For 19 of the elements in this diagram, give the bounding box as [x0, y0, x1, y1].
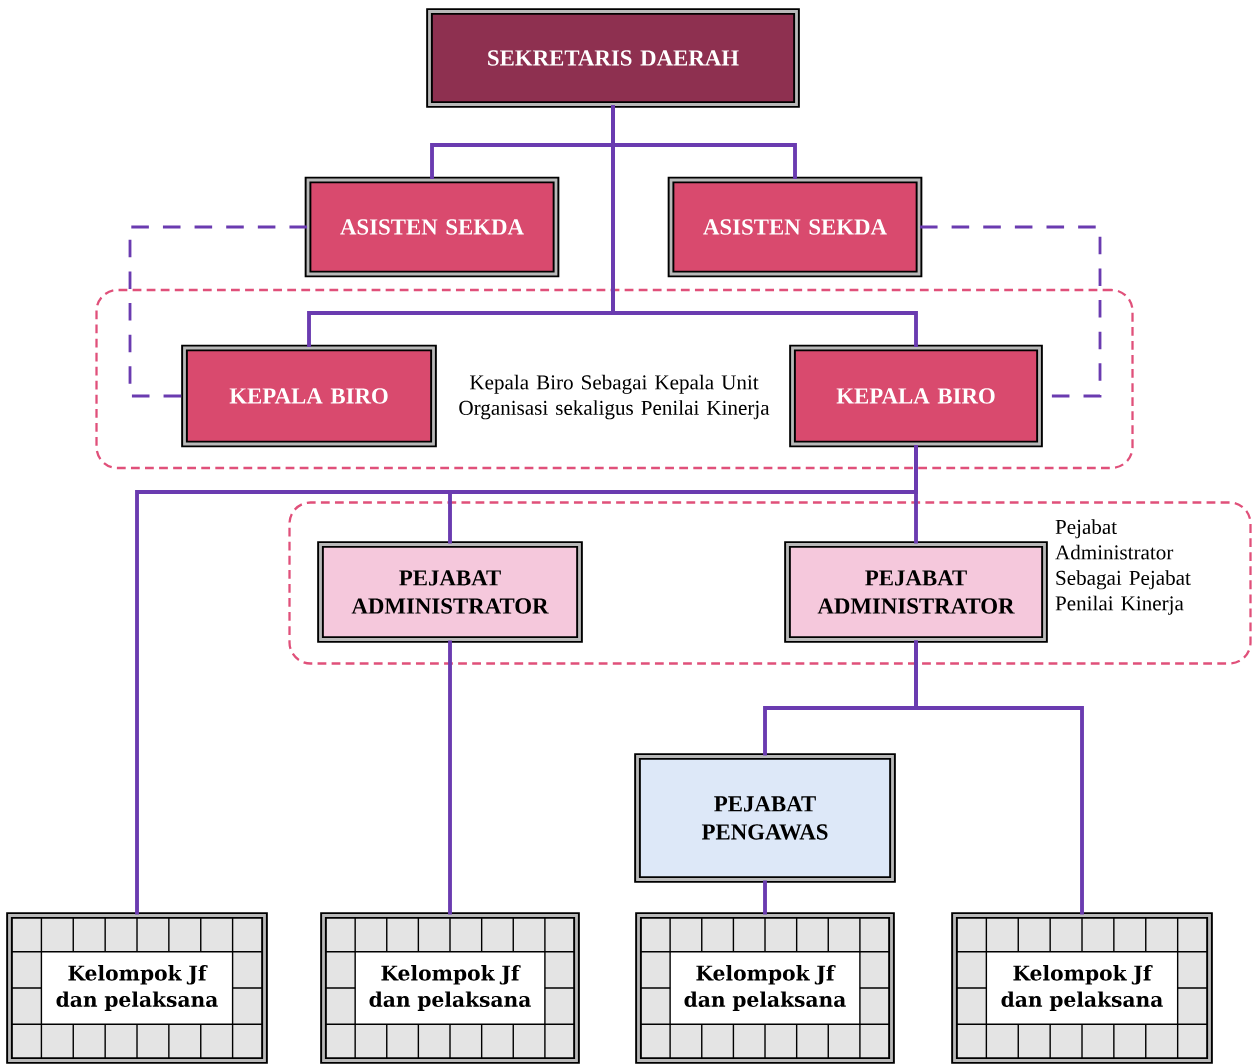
work-group-box: Kelompok Jf dan pelaksana	[6, 912, 268, 1064]
sekretaris-box: SEKRETARIS DAERAH	[426, 8, 800, 108]
administrator-box: PEJABAT ADMINISTRATOR	[784, 541, 1048, 643]
administrator-box: PEJABAT ADMINISTRATOR	[317, 541, 583, 643]
bureau-head-box: KEPALA BIRO	[789, 344, 1043, 448]
assistant-box: ASISTEN SEKDA	[304, 176, 560, 278]
connector-line	[914, 640, 1084, 915]
connector-line	[611, 105, 918, 348]
work-group-box: Kelompok Jf dan pelaksana	[320, 912, 580, 1064]
dashed-connector	[920, 225, 1102, 398]
dashed-connector	[128, 225, 308, 398]
work-group-box: Kelompok Jf dan pelaksana	[635, 912, 895, 1064]
connector-line	[763, 880, 767, 915]
bureau-head-box: KEPALA BIRO	[181, 344, 437, 448]
supervisor-box: PEJABAT PENGAWAS	[634, 753, 896, 883]
connector-line	[448, 640, 452, 915]
connector-line	[914, 444, 918, 544]
work-group-box: Kelompok Jf dan pelaksana	[951, 912, 1213, 1064]
assistant-box: ASISTEN SEKDA	[667, 176, 923, 278]
